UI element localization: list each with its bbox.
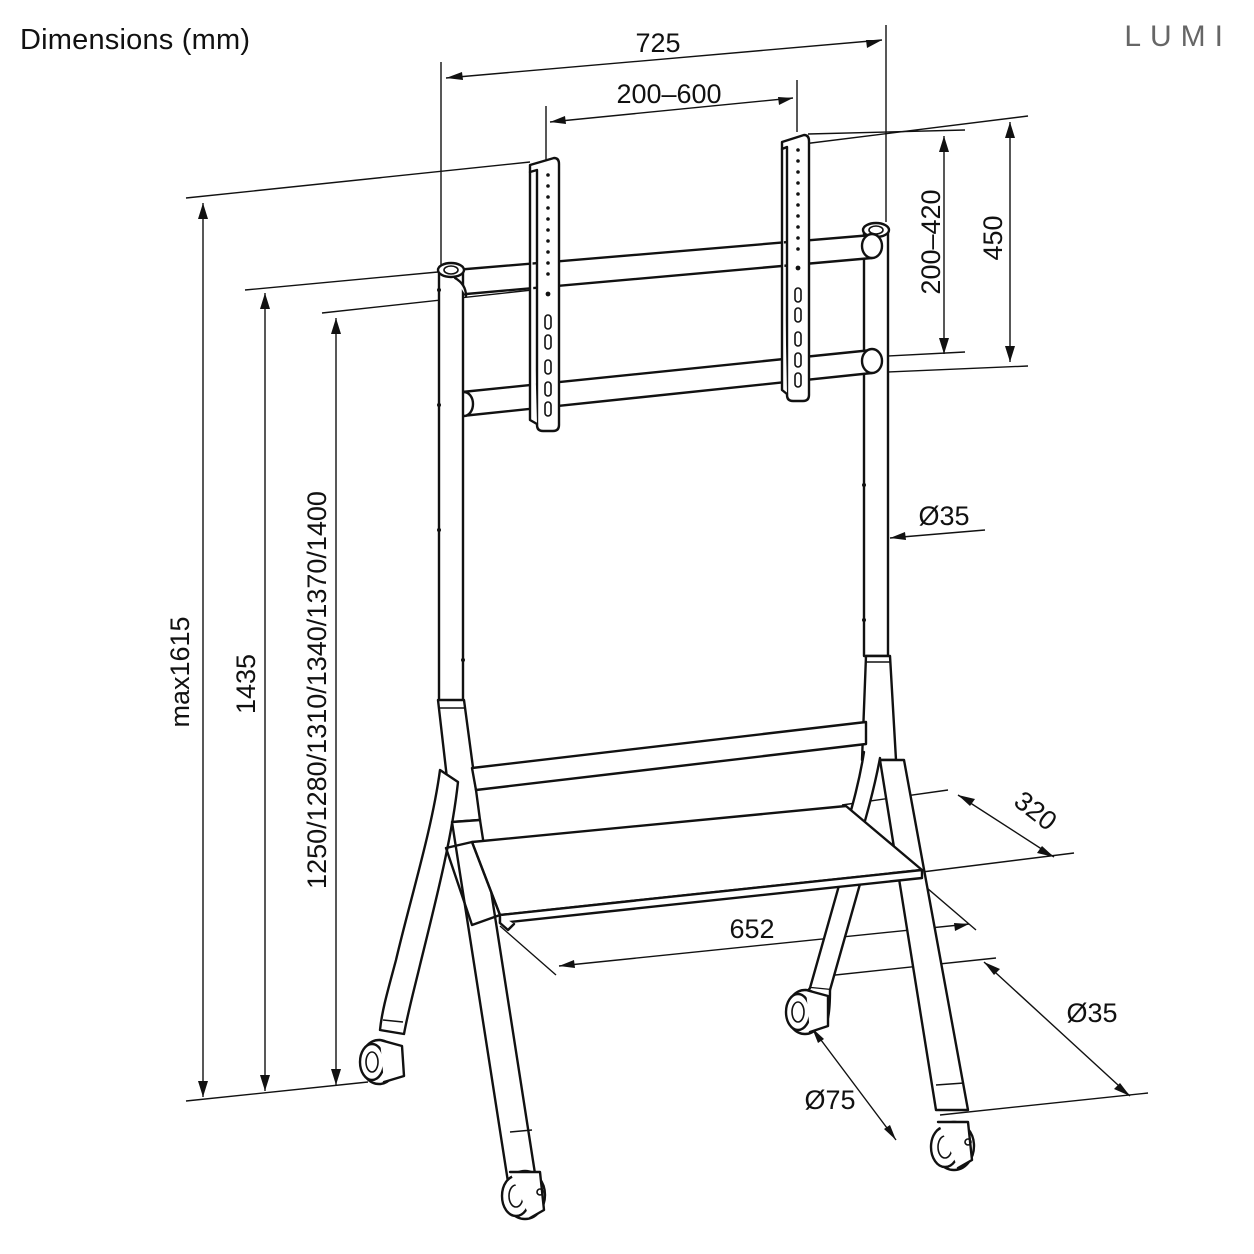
lower-rail <box>470 720 868 792</box>
dimension-labels: 725 200–600 200–420 450 max1615 1435 125… <box>165 28 1118 1115</box>
stand-structure <box>358 133 976 1221</box>
shelf-width-label: 652 <box>729 914 774 944</box>
vesa-width-label: 200–600 <box>616 79 721 109</box>
adjustable-heights-label: 1250/1280/1310/1340/1370/1400 <box>302 491 332 889</box>
right-upright <box>861 221 891 658</box>
upright-diameter-label: Ø35 <box>918 501 969 531</box>
back-right-caster <box>929 1120 976 1172</box>
left-mounting-plate <box>528 156 561 433</box>
left-upright <box>436 261 468 707</box>
vesa-plate-height-label: 450 <box>978 215 1008 260</box>
page-title: Dimensions (mm) <box>20 24 251 56</box>
vesa-height-range-label: 200–420 <box>916 189 946 294</box>
shelf-depth-label: 320 <box>1009 785 1063 836</box>
brand-logo: LUMI <box>1124 20 1232 53</box>
back-left-caster <box>784 988 830 1036</box>
lower-crossbar <box>453 347 884 418</box>
dimension-lines <box>185 25 1149 1141</box>
max-height-label: max1615 <box>165 616 195 727</box>
height-1435-label: 1435 <box>231 654 261 714</box>
leg-diameter-label: Ø35 <box>1066 998 1117 1028</box>
caster-diameter-label: Ø75 <box>804 1085 855 1115</box>
left-leg-assembly <box>378 698 538 1184</box>
shelf <box>444 804 924 932</box>
front-left-caster <box>358 1038 406 1086</box>
top-crossbar <box>453 232 884 297</box>
right-mounting-plate <box>780 133 811 403</box>
front-right-caster <box>500 1169 547 1221</box>
total-width-label: 725 <box>635 28 680 58</box>
